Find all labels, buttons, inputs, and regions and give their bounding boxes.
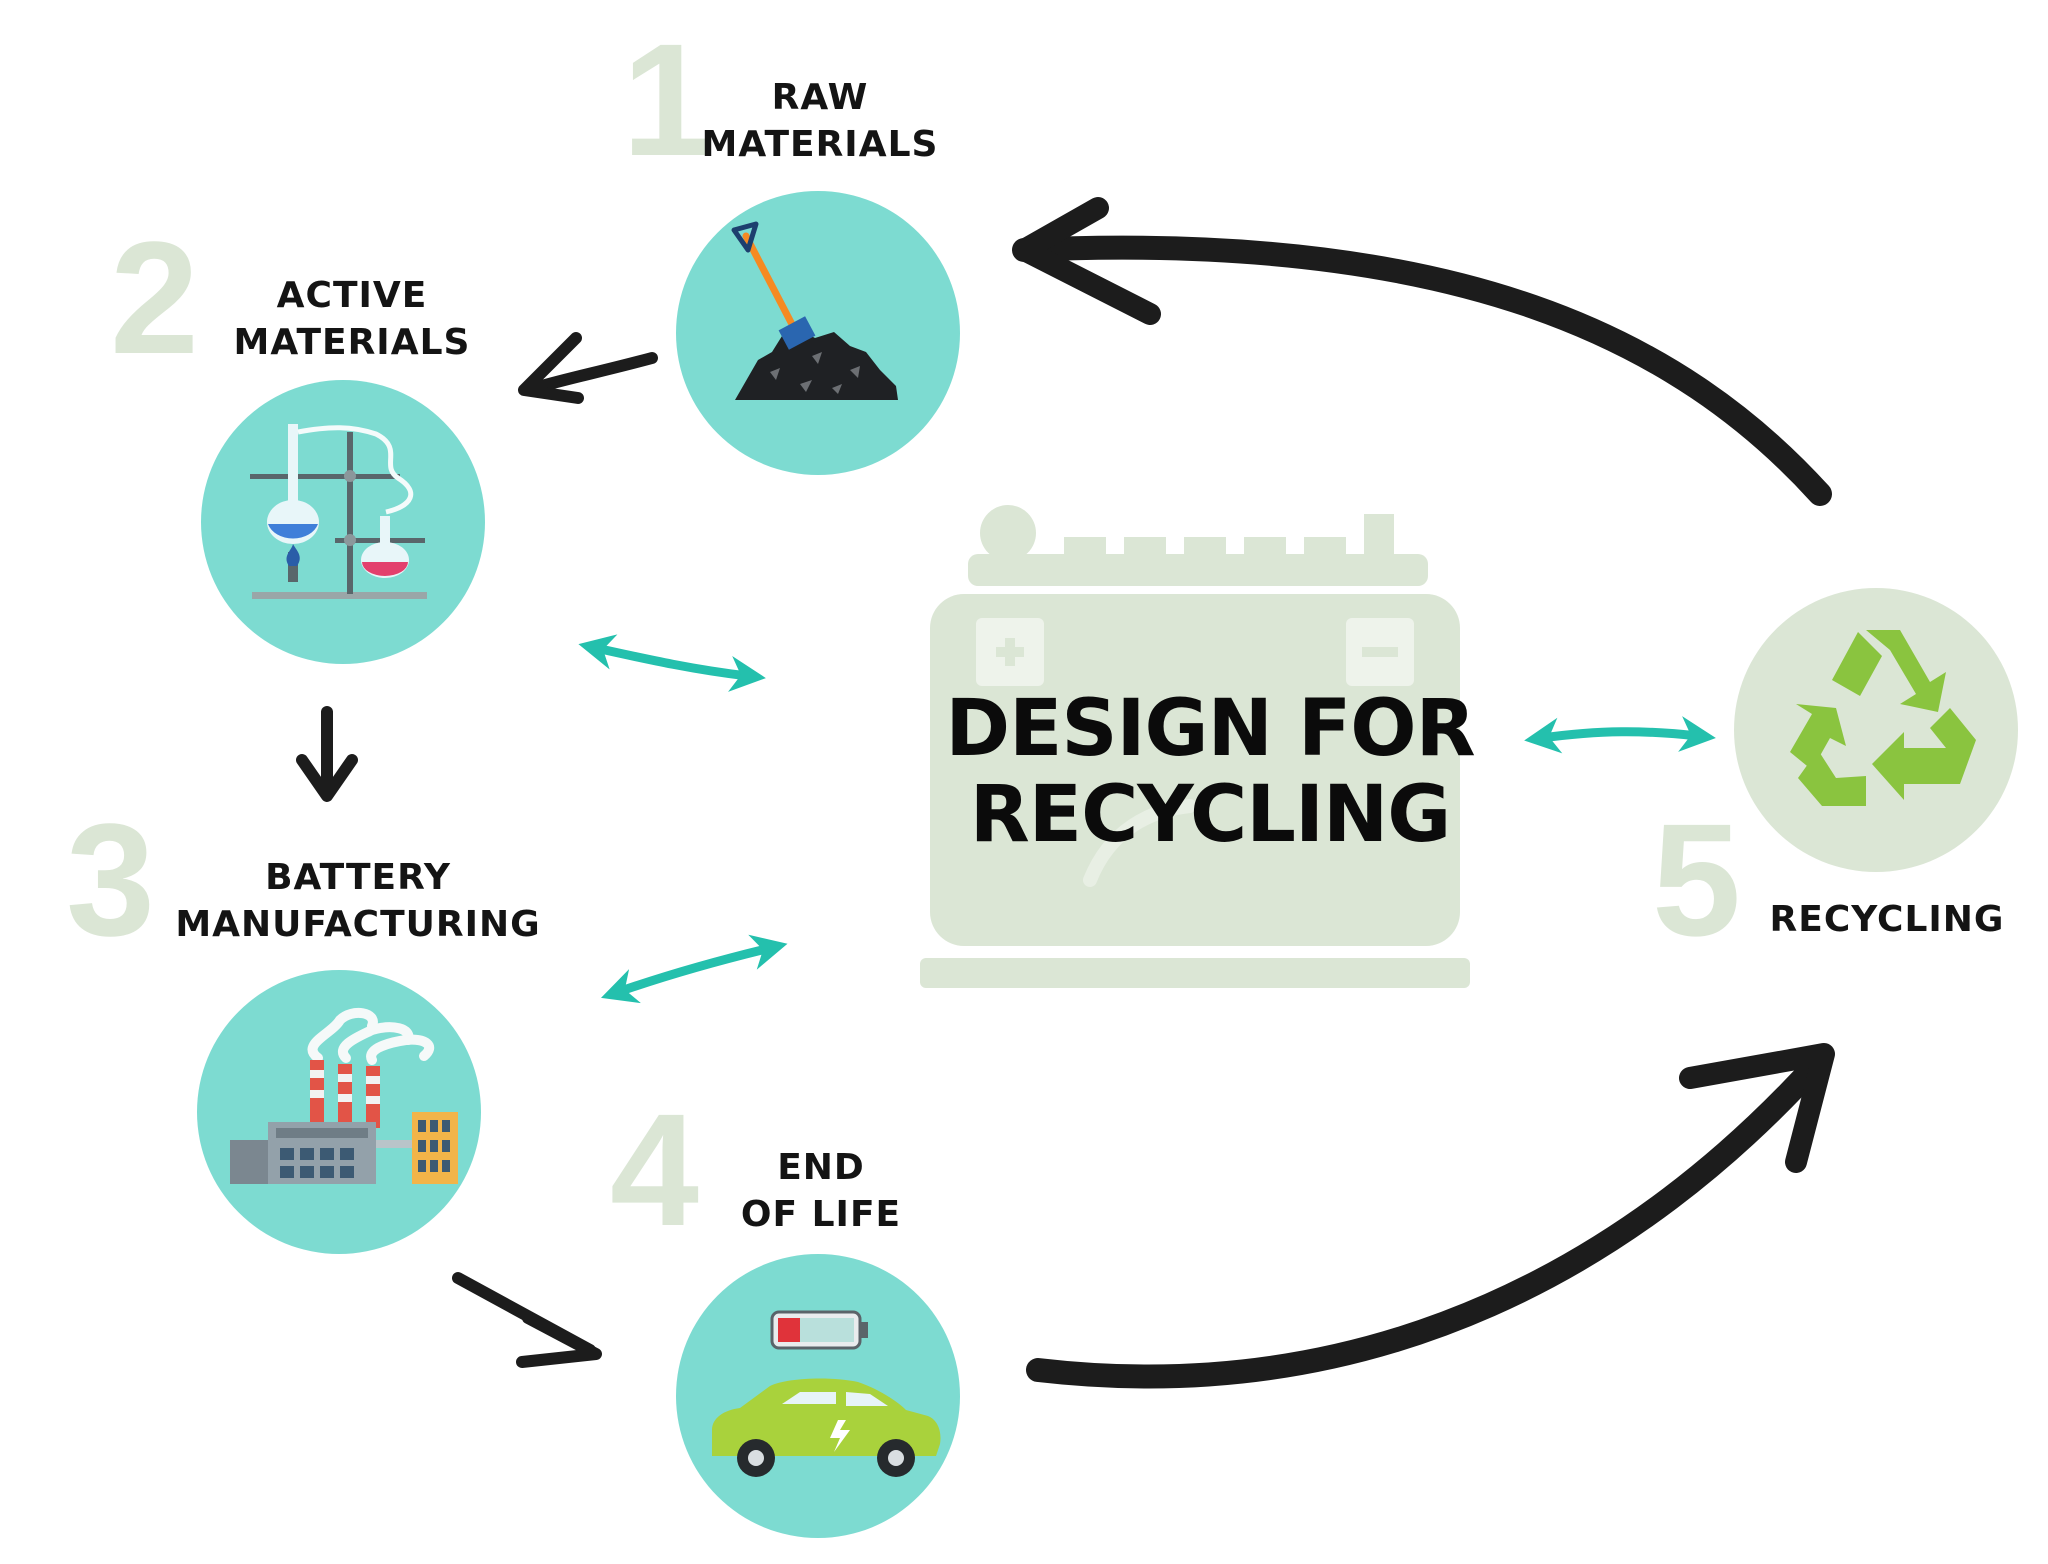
step-4-label: END OF LIFE: [716, 1144, 926, 1238]
arrow-5-to-1-head: [1013, 197, 1161, 325]
step-4-label-line2: OF LIFE: [740, 1194, 902, 1235]
central-title-line1: DESIGN FOR: [945, 684, 1475, 774]
step-4-label-line1: END: [777, 1147, 865, 1188]
arrow-4-to-5-head: [1679, 1043, 1835, 1173]
active-materials-circle: [201, 380, 485, 664]
step-3-label-line1: BATTERY: [265, 857, 451, 898]
laboratory-flask-icon: [250, 424, 427, 599]
arrow-4-to-5: [1026, 1048, 1832, 1389]
double-arrow-battery-manufacturing: [600, 934, 788, 1004]
electric-car-battery-icon: [712, 1310, 941, 1477]
factory-icon: [230, 1007, 458, 1184]
battery-icon: [920, 505, 1470, 988]
arrow-2-to-3-head: [296, 754, 358, 802]
arrow-5-to-1: [1012, 235, 1832, 506]
central-title: DESIGN FOR RECYCLING: [930, 686, 1490, 858]
step-3-number: 3: [66, 790, 155, 969]
flow-arrows: [296, 197, 1835, 1389]
arrow-3-to-4-head: [516, 1312, 602, 1368]
step-5-label: RECYCLING: [1752, 896, 2022, 943]
recycle-icon: [1790, 630, 1976, 806]
raw-materials-circle: [676, 191, 960, 475]
step-1-label-line2: MATERIALS: [701, 124, 939, 165]
step-2-number: 2: [110, 208, 199, 387]
step-3-label-line2: MANUFACTURING: [175, 904, 541, 945]
step-5-label-line1: RECYCLING: [1769, 899, 2005, 940]
step-5-number: 5: [1652, 790, 1741, 969]
step-1-number: 1: [622, 10, 711, 189]
shovel-coal-icon: [731, 221, 898, 400]
step-4-number: 4: [610, 1080, 699, 1259]
central-title-line2: RECYCLING: [969, 770, 1452, 860]
step-2-label-line1: ACTIVE: [276, 275, 428, 316]
step-3-label: BATTERY MANUFACTURING: [168, 854, 548, 948]
step-1-label: RAW MATERIALS: [700, 74, 940, 168]
teal-arrows: [578, 634, 1716, 1004]
step-1-label-line1: RAW: [771, 77, 869, 118]
step-2-label: ACTIVE MATERIALS: [222, 272, 482, 366]
double-arrow-active-materials: [578, 634, 766, 692]
arrow-1-to-2-head: [518, 332, 584, 404]
recycling-circle: [1734, 588, 2018, 872]
double-arrow-recycling: [1524, 716, 1716, 754]
step-2-label-line2: MATERIALS: [233, 322, 471, 363]
